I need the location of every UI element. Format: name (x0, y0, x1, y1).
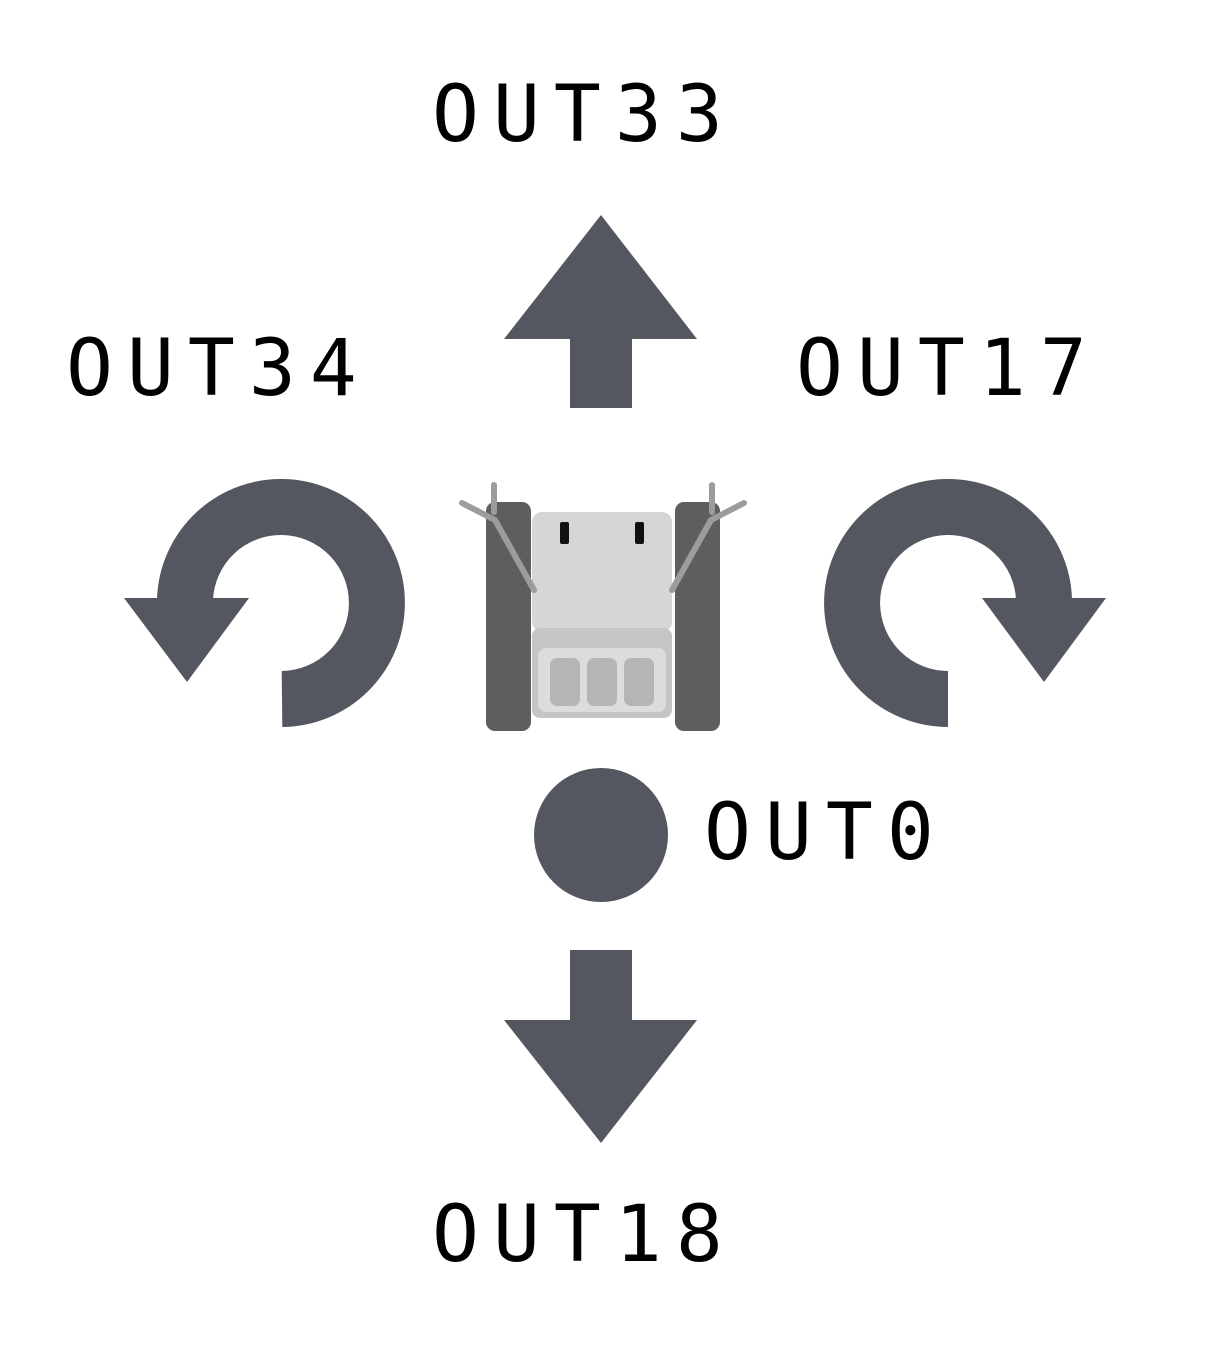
stop-label: OUT0 (704, 788, 948, 878)
turn-left-label: OUT34 (66, 324, 371, 414)
turn-right-label: OUT17 (796, 324, 1101, 414)
robot-car-icon (459, 482, 747, 731)
stop-dot-icon (534, 768, 668, 902)
rotate-counterclockwise-icon (124, 479, 405, 727)
backward-label: OUT18 (432, 1190, 737, 1280)
arrow-down-icon (504, 950, 697, 1143)
rotate-clockwise-icon (824, 479, 1106, 727)
forward-label: OUT33 (432, 70, 737, 160)
arrow-up-icon (504, 215, 697, 408)
